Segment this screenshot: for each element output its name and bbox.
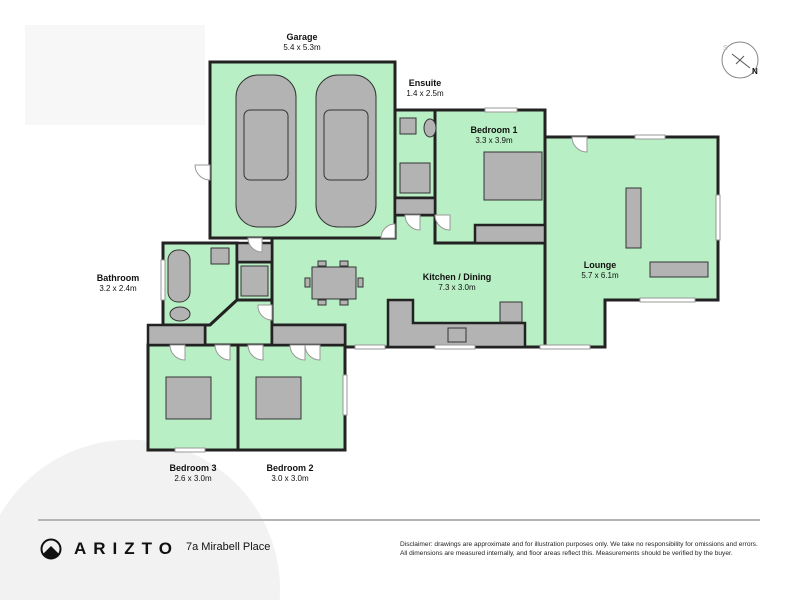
chair-icon	[317, 260, 327, 267]
ensuite-label: Ensuite	[409, 78, 442, 88]
window	[484, 107, 518, 113]
chair-icon	[317, 299, 327, 306]
door-icon	[247, 344, 264, 361]
bathroom-dims: 3.2 x 2.4m	[99, 284, 137, 293]
window	[160, 259, 166, 301]
basin-icon	[399, 117, 417, 135]
door-icon	[404, 214, 421, 231]
disclaimer: Disclaimer: drawings are approximate and…	[400, 540, 760, 558]
car-roof	[243, 109, 289, 181]
disclaimer-line-2: All dimensions are measured internally, …	[400, 550, 733, 557]
chair-icon	[304, 277, 311, 288]
brand-name: ARIZTO	[74, 539, 179, 558]
window	[342, 374, 348, 416]
garage-label: Garage	[286, 32, 317, 42]
chair-icon	[339, 260, 349, 267]
shower-icon	[240, 265, 269, 297]
window	[539, 344, 591, 350]
wardrobe-bedroom-2	[270, 323, 347, 347]
disclaimer-line-1: Disclaimer: drawings are approximate and…	[400, 541, 758, 548]
door-icon	[169, 344, 186, 361]
shower-icon	[399, 162, 431, 194]
door-icon	[289, 344, 306, 361]
sofa-icon	[649, 261, 709, 278]
bedroom-1-dims: 3.3 x 3.9m	[475, 136, 513, 145]
window	[639, 297, 696, 303]
compass-icon: S N	[721, 41, 759, 79]
door-icon	[257, 304, 273, 321]
kitchen-counter	[386, 298, 527, 349]
basin-icon	[210, 247, 230, 265]
bed-icon	[255, 376, 302, 420]
door-icon	[214, 344, 231, 361]
window	[174, 447, 206, 453]
chair-icon	[357, 277, 364, 288]
door-icon	[380, 223, 396, 239]
lounge-label: Lounge	[584, 260, 617, 270]
door-icon	[247, 237, 263, 253]
bedroom-1-label: Bedroom 1	[470, 125, 517, 135]
door-icon	[434, 214, 451, 231]
property-address: 7a Mirabell Place	[186, 541, 271, 553]
window	[715, 194, 721, 241]
ensuite-dims: 1.4 x 2.5m	[406, 89, 444, 98]
sink-icon	[447, 327, 467, 343]
garage-dims: 5.4 x 5.3m	[283, 43, 321, 52]
toilet-icon	[423, 118, 437, 138]
background-shape	[25, 25, 205, 125]
bedroom-2-label: Bedroom 2	[266, 463, 313, 473]
compass-north: N	[752, 67, 758, 76]
bed-icon	[165, 376, 212, 420]
bedroom-3-dims: 2.6 x 3.0m	[174, 474, 212, 483]
wardrobe-bedroom-3	[146, 323, 207, 347]
door-icon	[571, 136, 588, 153]
chair-icon	[339, 299, 349, 306]
window	[434, 344, 476, 350]
sofa-icon	[625, 187, 642, 249]
dining-table-icon	[311, 266, 357, 300]
compass-south: S	[723, 45, 728, 52]
footer-divider	[38, 519, 760, 521]
door-icon	[304, 344, 321, 361]
arizto-logo-icon	[40, 538, 62, 560]
window	[634, 134, 666, 140]
brand-logo: ARIZTO	[40, 538, 179, 560]
toilet-icon	[169, 306, 191, 322]
bedroom-2-dims: 3.0 x 3.0m	[271, 474, 309, 483]
bed-icon	[483, 151, 543, 201]
bathroom-label: Bathroom	[97, 273, 140, 283]
car-roof	[323, 109, 369, 181]
door-icon	[194, 164, 211, 181]
bedroom-3-label: Bedroom 3	[169, 463, 216, 473]
kitchen-label: Kitchen / Dining	[423, 272, 492, 282]
bathtub-icon	[167, 249, 191, 303]
linen-cupboard	[393, 196, 437, 217]
lounge-dims: 5.7 x 6.1m	[581, 271, 619, 280]
cooktop-icon	[499, 301, 523, 323]
window	[354, 344, 386, 350]
kitchen-dims: 7.3 x 3.0m	[438, 283, 476, 292]
wardrobe-bedroom-1	[473, 223, 547, 245]
